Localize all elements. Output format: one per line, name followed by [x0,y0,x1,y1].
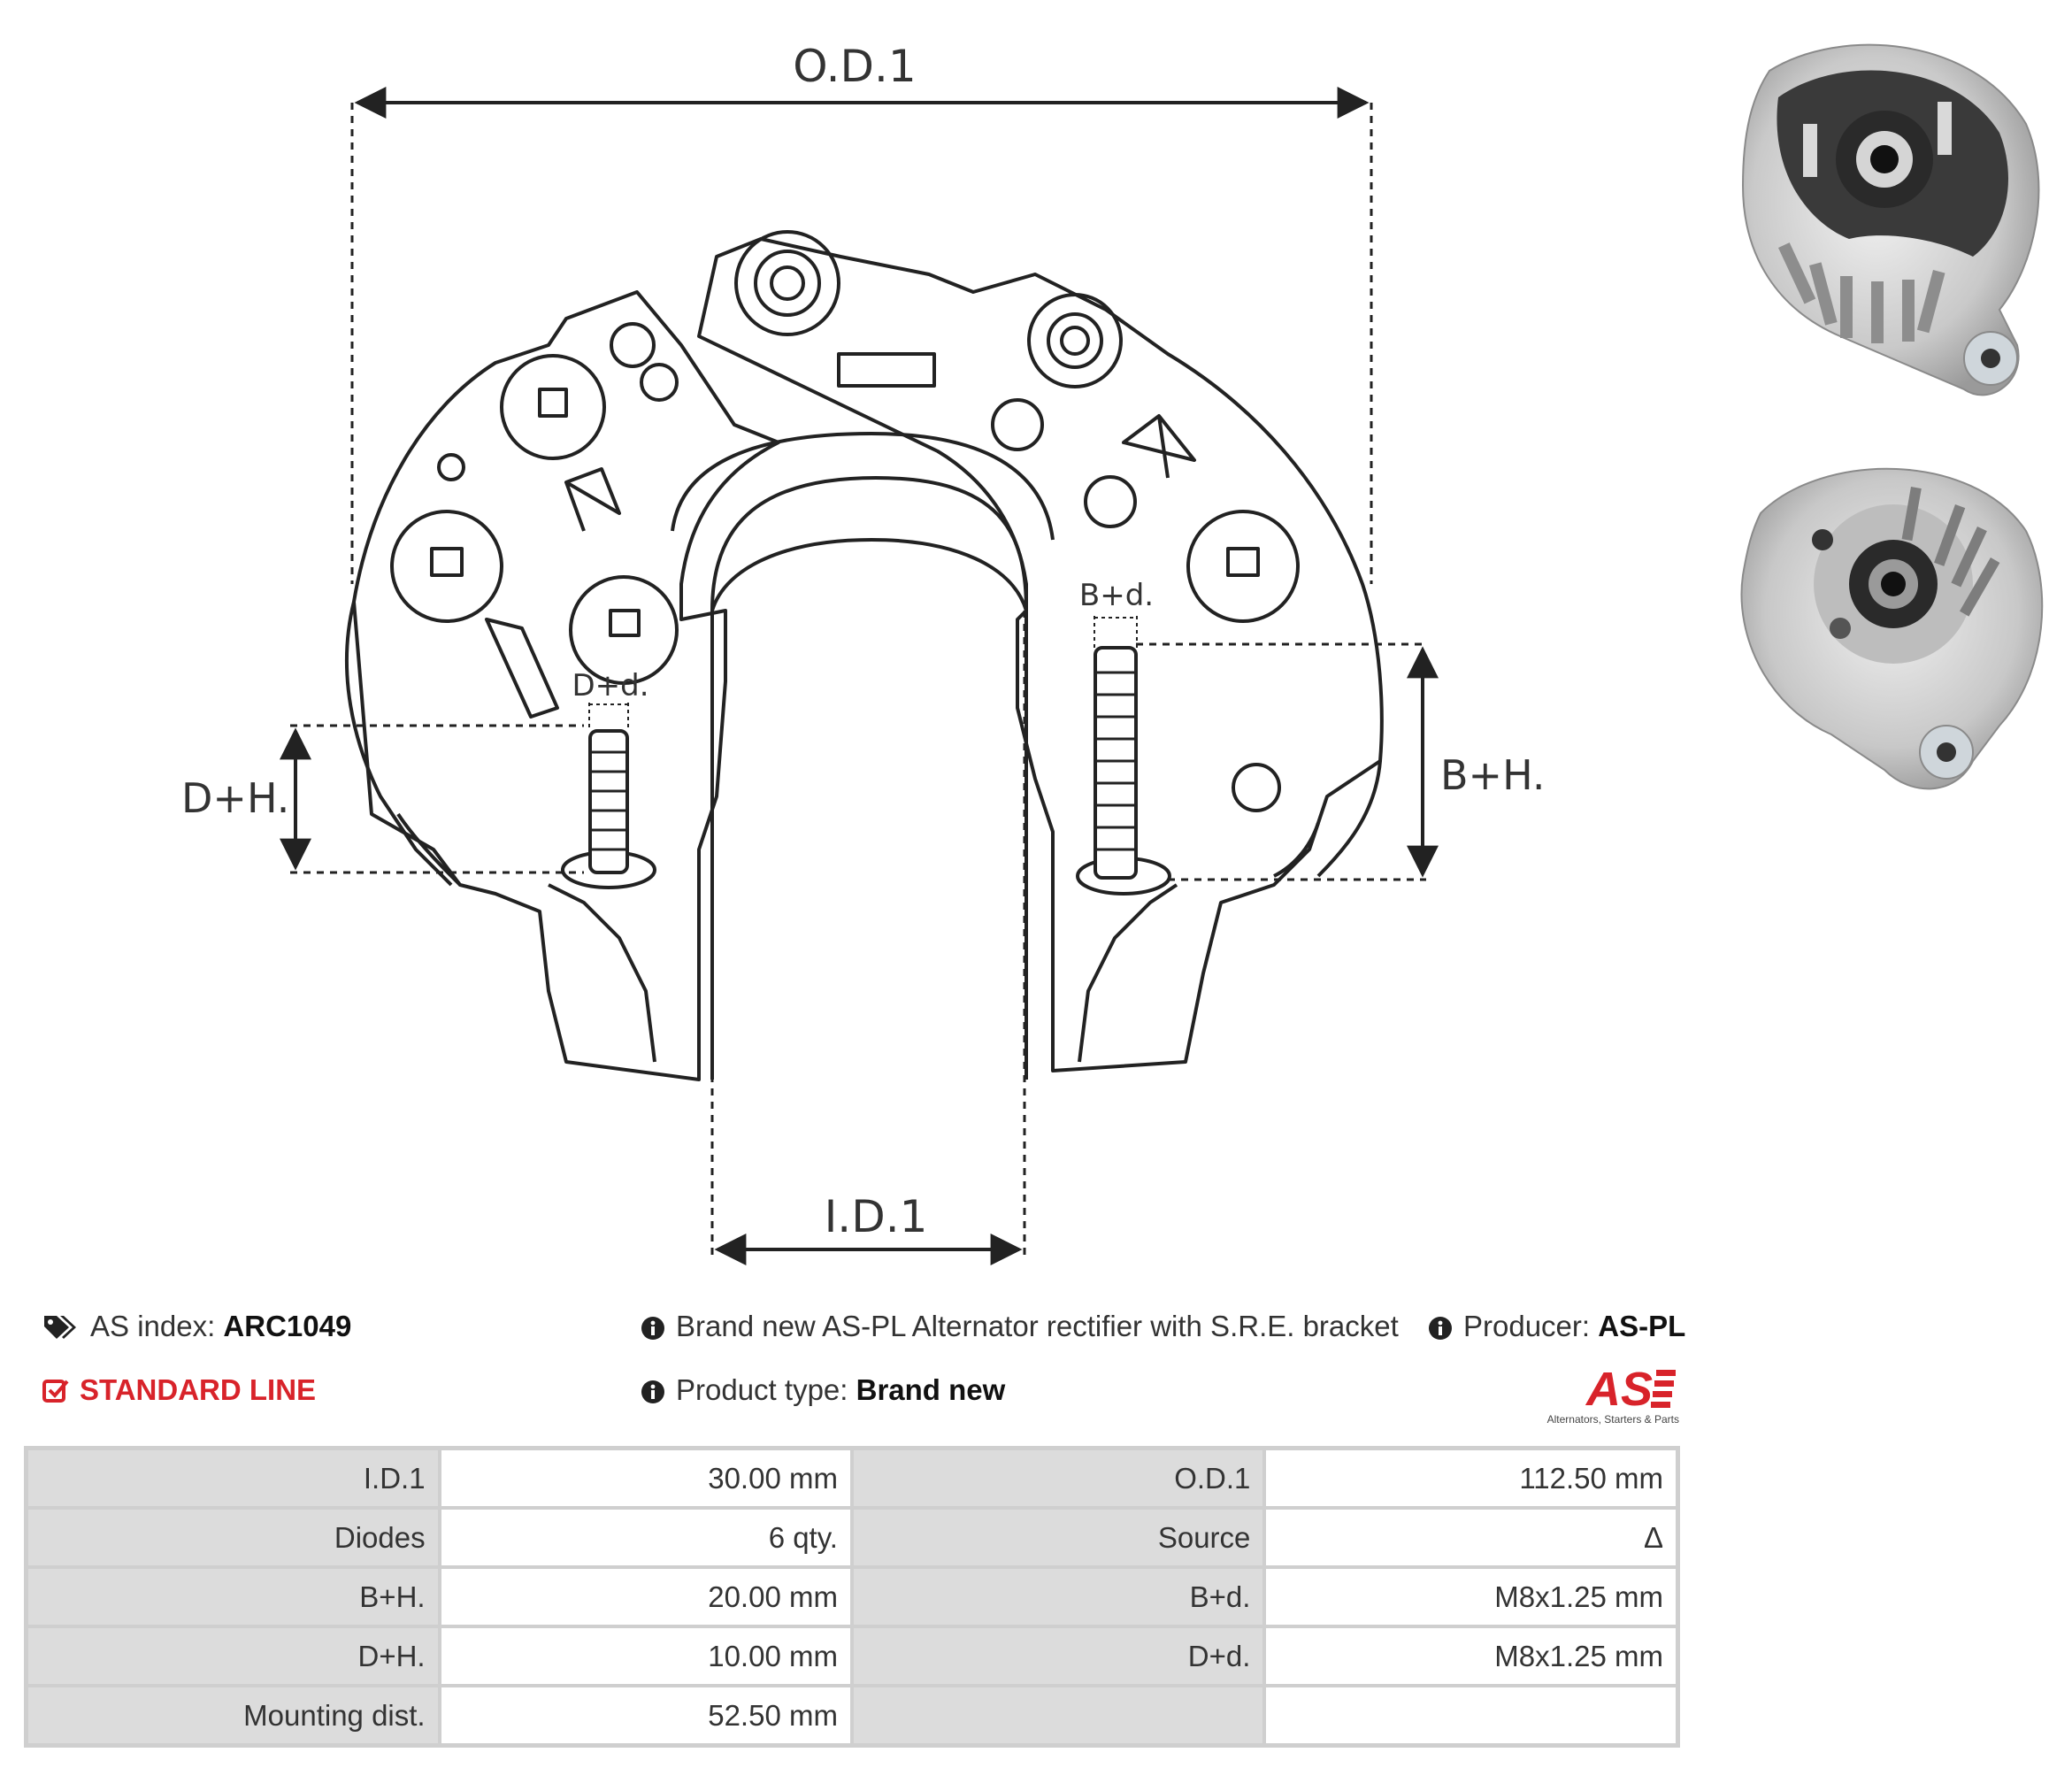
producer-row: Producer: AS-PL [1428,1310,1685,1348]
spec-name-cell: D+d. [851,1626,1265,1686]
product-type-value: Brand new [856,1373,1006,1406]
spec-name-cell [851,1686,1265,1745]
spec-name-cell: O.D.1 [851,1449,1265,1508]
rectifier-technical-drawing: O.D.1 [181,41,1546,1265]
dh-label: D+H. [181,774,289,822]
spec-value-cell: 6 qty. [439,1508,852,1567]
rectifier-body [345,230,1384,1081]
product-type-label: Product type: [676,1373,848,1406]
bh-dimension: B+H. [1136,642,1546,881]
producer-label: Producer: [1463,1310,1591,1342]
spec-value-cell: 112.50 mm [1264,1449,1677,1508]
tags-icon [42,1314,80,1348]
spec-value-cell: M8x1.25 mm [1264,1567,1677,1626]
producer-value: AS-PL [1598,1310,1686,1342]
od-label: O.D.1 [793,41,916,92]
standard-line-label: STANDARD LINE [80,1373,317,1406]
spec-value-cell [1264,1686,1677,1745]
dd-dimension: D+d. [572,668,649,731]
description-text: Brand new AS-PL Alternator rectifier wit… [676,1310,1399,1342]
spec-name-cell: Mounting dist. [27,1686,440,1745]
bh-label: B+H. [1440,751,1546,799]
product-type-row: Product type: Brand new [641,1373,1005,1411]
info-icon [641,1314,665,1348]
dd-label: D+d. [572,668,648,703]
logo-tagline: Alternators, Starters & Parts [1547,1413,1679,1426]
spec-name-cell: Source [851,1508,1265,1567]
description-row: Brand new AS-PL Alternator rectifier wit… [641,1310,1399,1348]
spec-name-cell: Diodes [27,1508,440,1567]
product-photo-bottom [1740,467,2044,790]
spec-value-cell: 30.00 mm [439,1449,852,1508]
spec-name-cell: B+H. [27,1567,440,1626]
bd-label: B+d. [1079,578,1154,613]
spec-name-cell: D+H. [27,1626,440,1686]
as-index-value: ARC1049 [223,1310,352,1342]
id-dimension: I.D.1 [710,611,1026,1265]
checkbox-icon [42,1378,69,1411]
as-index-label: AS index: [90,1310,216,1342]
spec-name-cell: B+d. [851,1567,1265,1626]
spec-value-cell: Δ [1264,1508,1677,1567]
d-plus-stud [561,729,656,889]
bd-dimension: B+d. [1079,578,1154,648]
spec-value-cell: 20.00 mm [439,1567,852,1626]
info-icon [1428,1314,1453,1348]
spec-name-cell: I.D.1 [27,1449,440,1508]
logo-text: AS [1585,1363,1653,1416]
spec-value-cell: 52.50 mm [439,1686,852,1745]
id-label: I.D.1 [825,1191,928,1242]
dh-dimension: D+H. [181,724,584,874]
as-pl-logo: AS Alternators, Starters & Parts [1520,1363,1681,1428]
standard-line-row: STANDARD LINE [42,1373,316,1411]
b-plus-stud [1076,646,1171,896]
spec-value-cell: M8x1.25 mm [1264,1626,1677,1686]
product-photo-top [1741,43,2040,396]
od-dimension: O.D.1 [350,41,1373,584]
spec-value-cell: 10.00 mm [439,1626,852,1686]
table-row: Mounting dist.52.50 mm [27,1686,1677,1745]
as-index-row: AS index: ARC1049 [42,1310,351,1348]
info-icon [641,1378,665,1411]
